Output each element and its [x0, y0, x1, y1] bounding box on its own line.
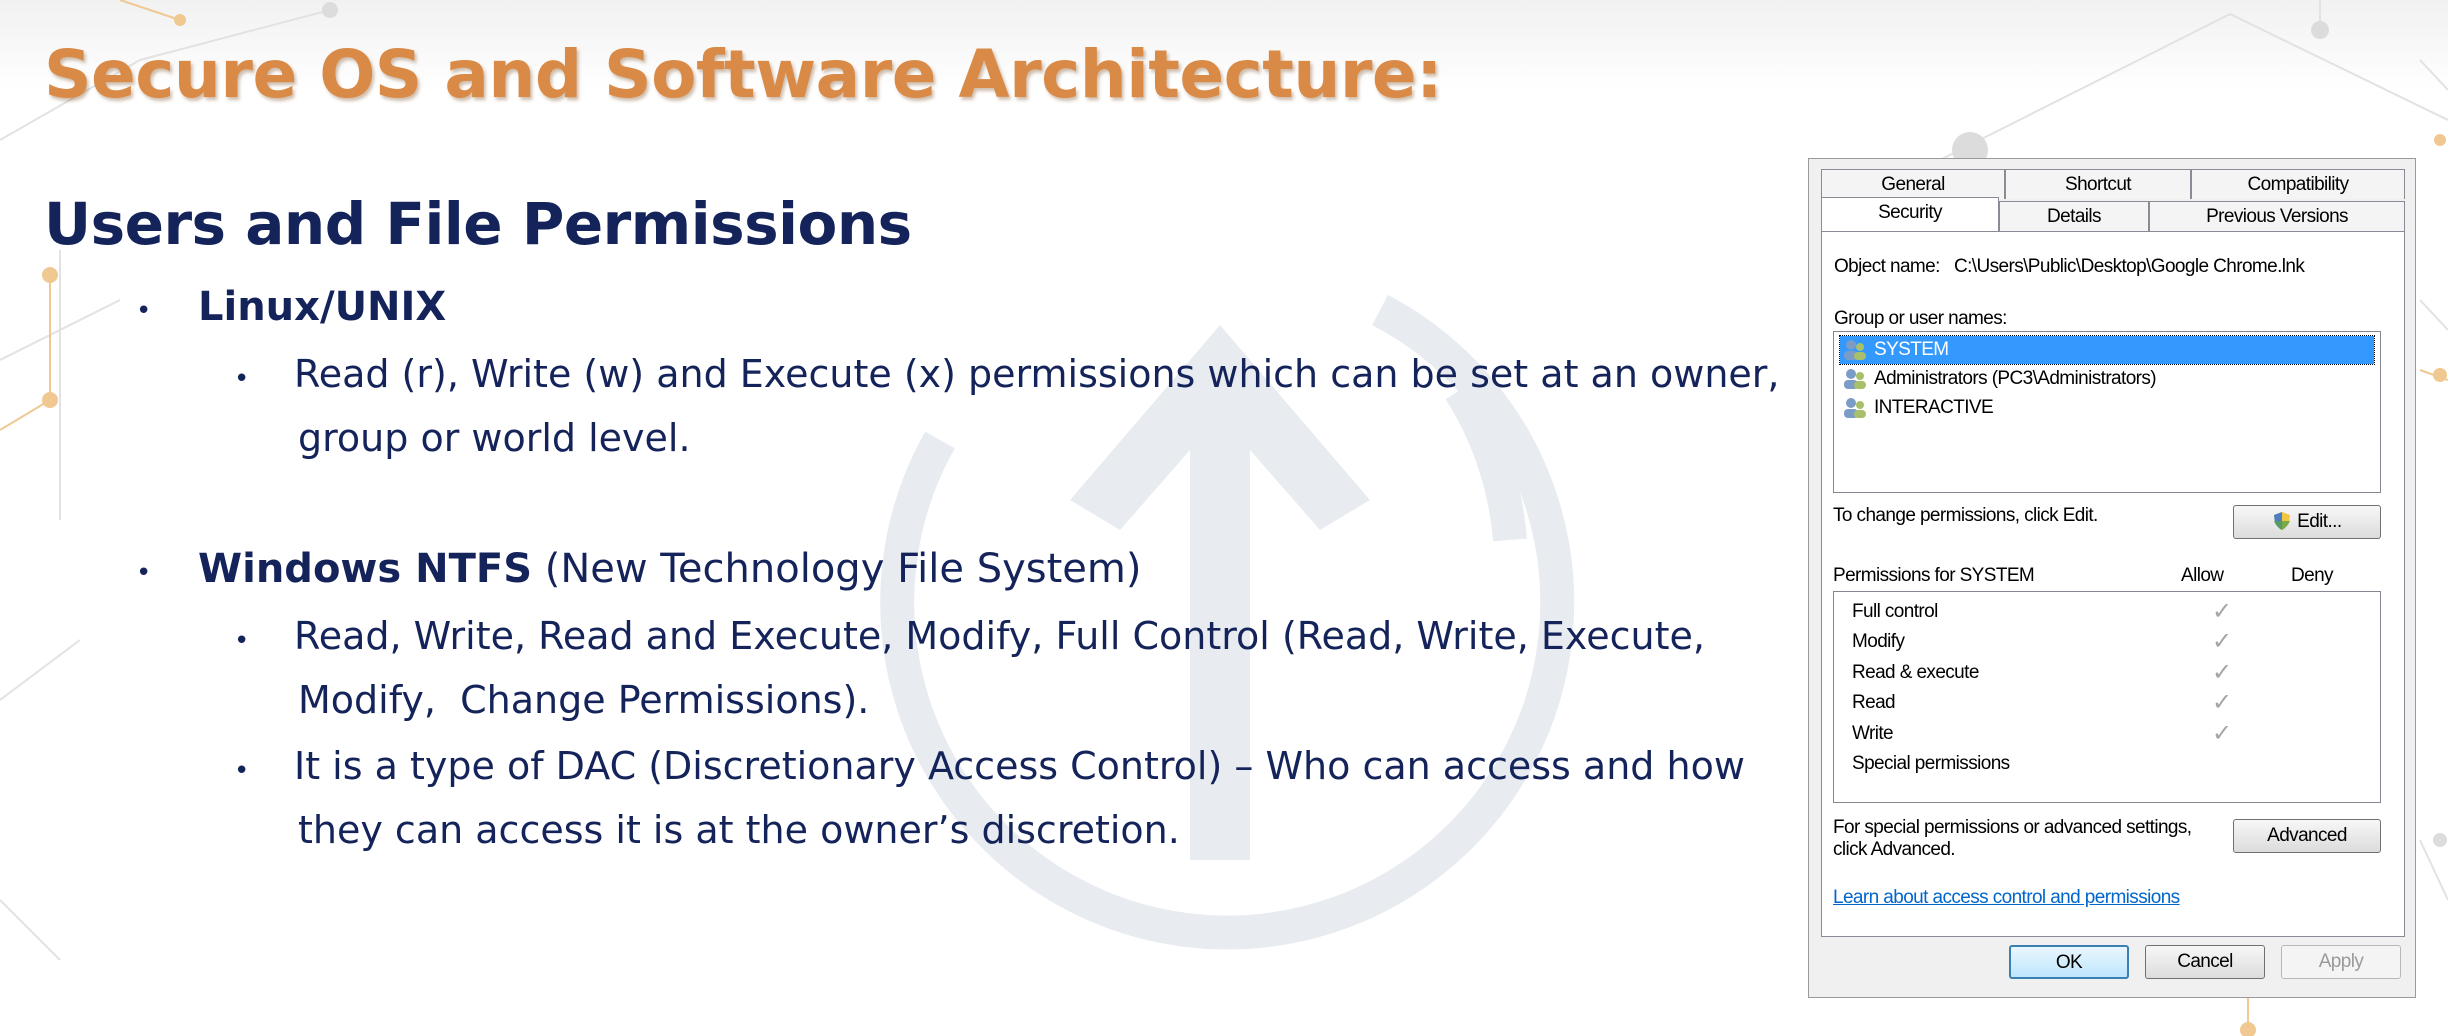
- windows-ntfs-label: Windows NTFS: [198, 546, 533, 592]
- permission-row: Modify ✓: [1852, 628, 2372, 656]
- allow-check-icon: ✓: [2212, 720, 2232, 747]
- permission-row: Special permissions: [1852, 750, 2372, 778]
- tab-previous-versions[interactable]: Previous Versions: [2149, 201, 2405, 231]
- user-name: INTERACTIVE: [1874, 397, 1994, 418]
- allow-check-icon: ✓: [2212, 628, 2232, 655]
- deny-column-header: Deny: [2291, 565, 2334, 586]
- apply-button[interactable]: Apply: [2281, 945, 2401, 979]
- bullet-dot: •: [234, 364, 250, 394]
- ntfs-permissions-text-line2: Modify, Change Permissions).: [298, 678, 870, 722]
- permission-name: Write: [1852, 723, 1894, 744]
- permission-row: Read & execute ✓: [1852, 659, 2372, 687]
- slide-title: Secure OS and Software Architecture:: [44, 36, 1443, 113]
- list-item-system[interactable]: SYSTEM: [1839, 335, 2375, 365]
- allow-column-header: Allow: [2181, 565, 2224, 586]
- tab-general[interactable]: General: [1821, 169, 2005, 199]
- linux-permissions-text-line2: group or world level.: [298, 416, 691, 460]
- bullet-dot: •: [136, 558, 152, 588]
- learn-access-control-link[interactable]: Learn about access control and permissio…: [1833, 887, 2180, 908]
- user-name: SYSTEM: [1874, 339, 1949, 360]
- permissions-list: Full control ✓ Modify ✓ Read & execute ✓ Re…: [1833, 591, 2381, 803]
- permission-row: Full control ✓: [1852, 598, 2372, 626]
- bullet-dot: •: [136, 296, 152, 326]
- section-heading: Users and File Permissions: [44, 190, 912, 258]
- allow-check-icon: ✓: [2212, 689, 2232, 716]
- permission-name: Modify: [1852, 631, 1905, 652]
- change-permissions-text: To change permissions, click Edit.: [1833, 505, 2098, 526]
- advanced-button[interactable]: Advanced: [2233, 819, 2381, 853]
- bullet-dot: •: [234, 626, 250, 656]
- permission-row: Read ✓: [1852, 689, 2372, 717]
- object-name-label: Object name:: [1834, 256, 1940, 277]
- top-band: [0, 0, 2448, 90]
- allow-check-icon: ✓: [2212, 598, 2232, 625]
- bullet-dot: •: [234, 756, 250, 786]
- edit-button-label: Edit...: [2297, 511, 2342, 532]
- linux-unix-label: Linux/UNIX: [198, 284, 447, 330]
- windows-ntfs-line: Windows NTFS (New Technology File System…: [198, 546, 1142, 592]
- group-user-names-label: Group or user names:: [1834, 308, 2007, 329]
- edit-button[interactable]: Edit...: [2233, 505, 2381, 539]
- up-arrow-circle-watermark: [880, 294, 1575, 950]
- permissions-for-label: Permissions for SYSTEM: [1833, 565, 2035, 586]
- ok-button[interactable]: OK: [2009, 945, 2129, 979]
- user-name: Administrators (PC3\Administrators): [1874, 368, 2157, 389]
- dac-text-line2: they can access it is at the owner’s dis…: [298, 808, 1180, 852]
- object-name-value: C:\Users\Public\Desktop\Google Chrome.ln…: [1954, 256, 2305, 277]
- ntfs-permissions-text-line1: Read, Write, Read and Execute, Modify, F…: [294, 614, 1705, 658]
- user-group-icon: [1844, 369, 1866, 389]
- permission-row: Write ✓: [1852, 720, 2372, 748]
- allow-check-icon: ✓: [2212, 659, 2232, 686]
- user-group-icon: [1844, 340, 1866, 360]
- special-permissions-text-line2: click Advanced.: [1833, 839, 1956, 860]
- permission-name: Read & execute: [1852, 662, 1979, 683]
- permission-name: Full control: [1852, 601, 1938, 622]
- special-permissions-text-line1: For special permissions or advanced sett…: [1833, 817, 2192, 838]
- permission-name: Special permissions: [1852, 753, 2010, 774]
- shield-icon: [2274, 512, 2291, 530]
- tab-compatibility[interactable]: Compatibility: [2191, 169, 2405, 199]
- windows-ntfs-expansion: (New Technology File System): [532, 546, 1142, 592]
- security-properties-dialog: General Shortcut Compatibility Security …: [1808, 158, 2416, 998]
- group-user-listbox[interactable]: SYSTEM Administrators (PC3\Administrator…: [1833, 331, 2381, 493]
- linux-permissions-text-line1: Read (r), Write (w) and Execute (x) perm…: [294, 352, 1780, 396]
- list-item-interactive[interactable]: INTERACTIVE: [1840, 394, 2374, 422]
- list-item-administrators[interactable]: Administrators (PC3\Administrators): [1840, 365, 2374, 393]
- tab-details[interactable]: Details: [1999, 201, 2149, 231]
- tab-shortcut[interactable]: Shortcut: [2005, 169, 2191, 199]
- cancel-button[interactable]: Cancel: [2145, 945, 2265, 979]
- dac-text-line1: It is a type of DAC (Discretionary Acces…: [294, 744, 1745, 788]
- tab-security[interactable]: Security: [1821, 197, 1999, 231]
- permission-name: Read: [1852, 692, 1896, 713]
- user-group-icon: [1844, 398, 1866, 418]
